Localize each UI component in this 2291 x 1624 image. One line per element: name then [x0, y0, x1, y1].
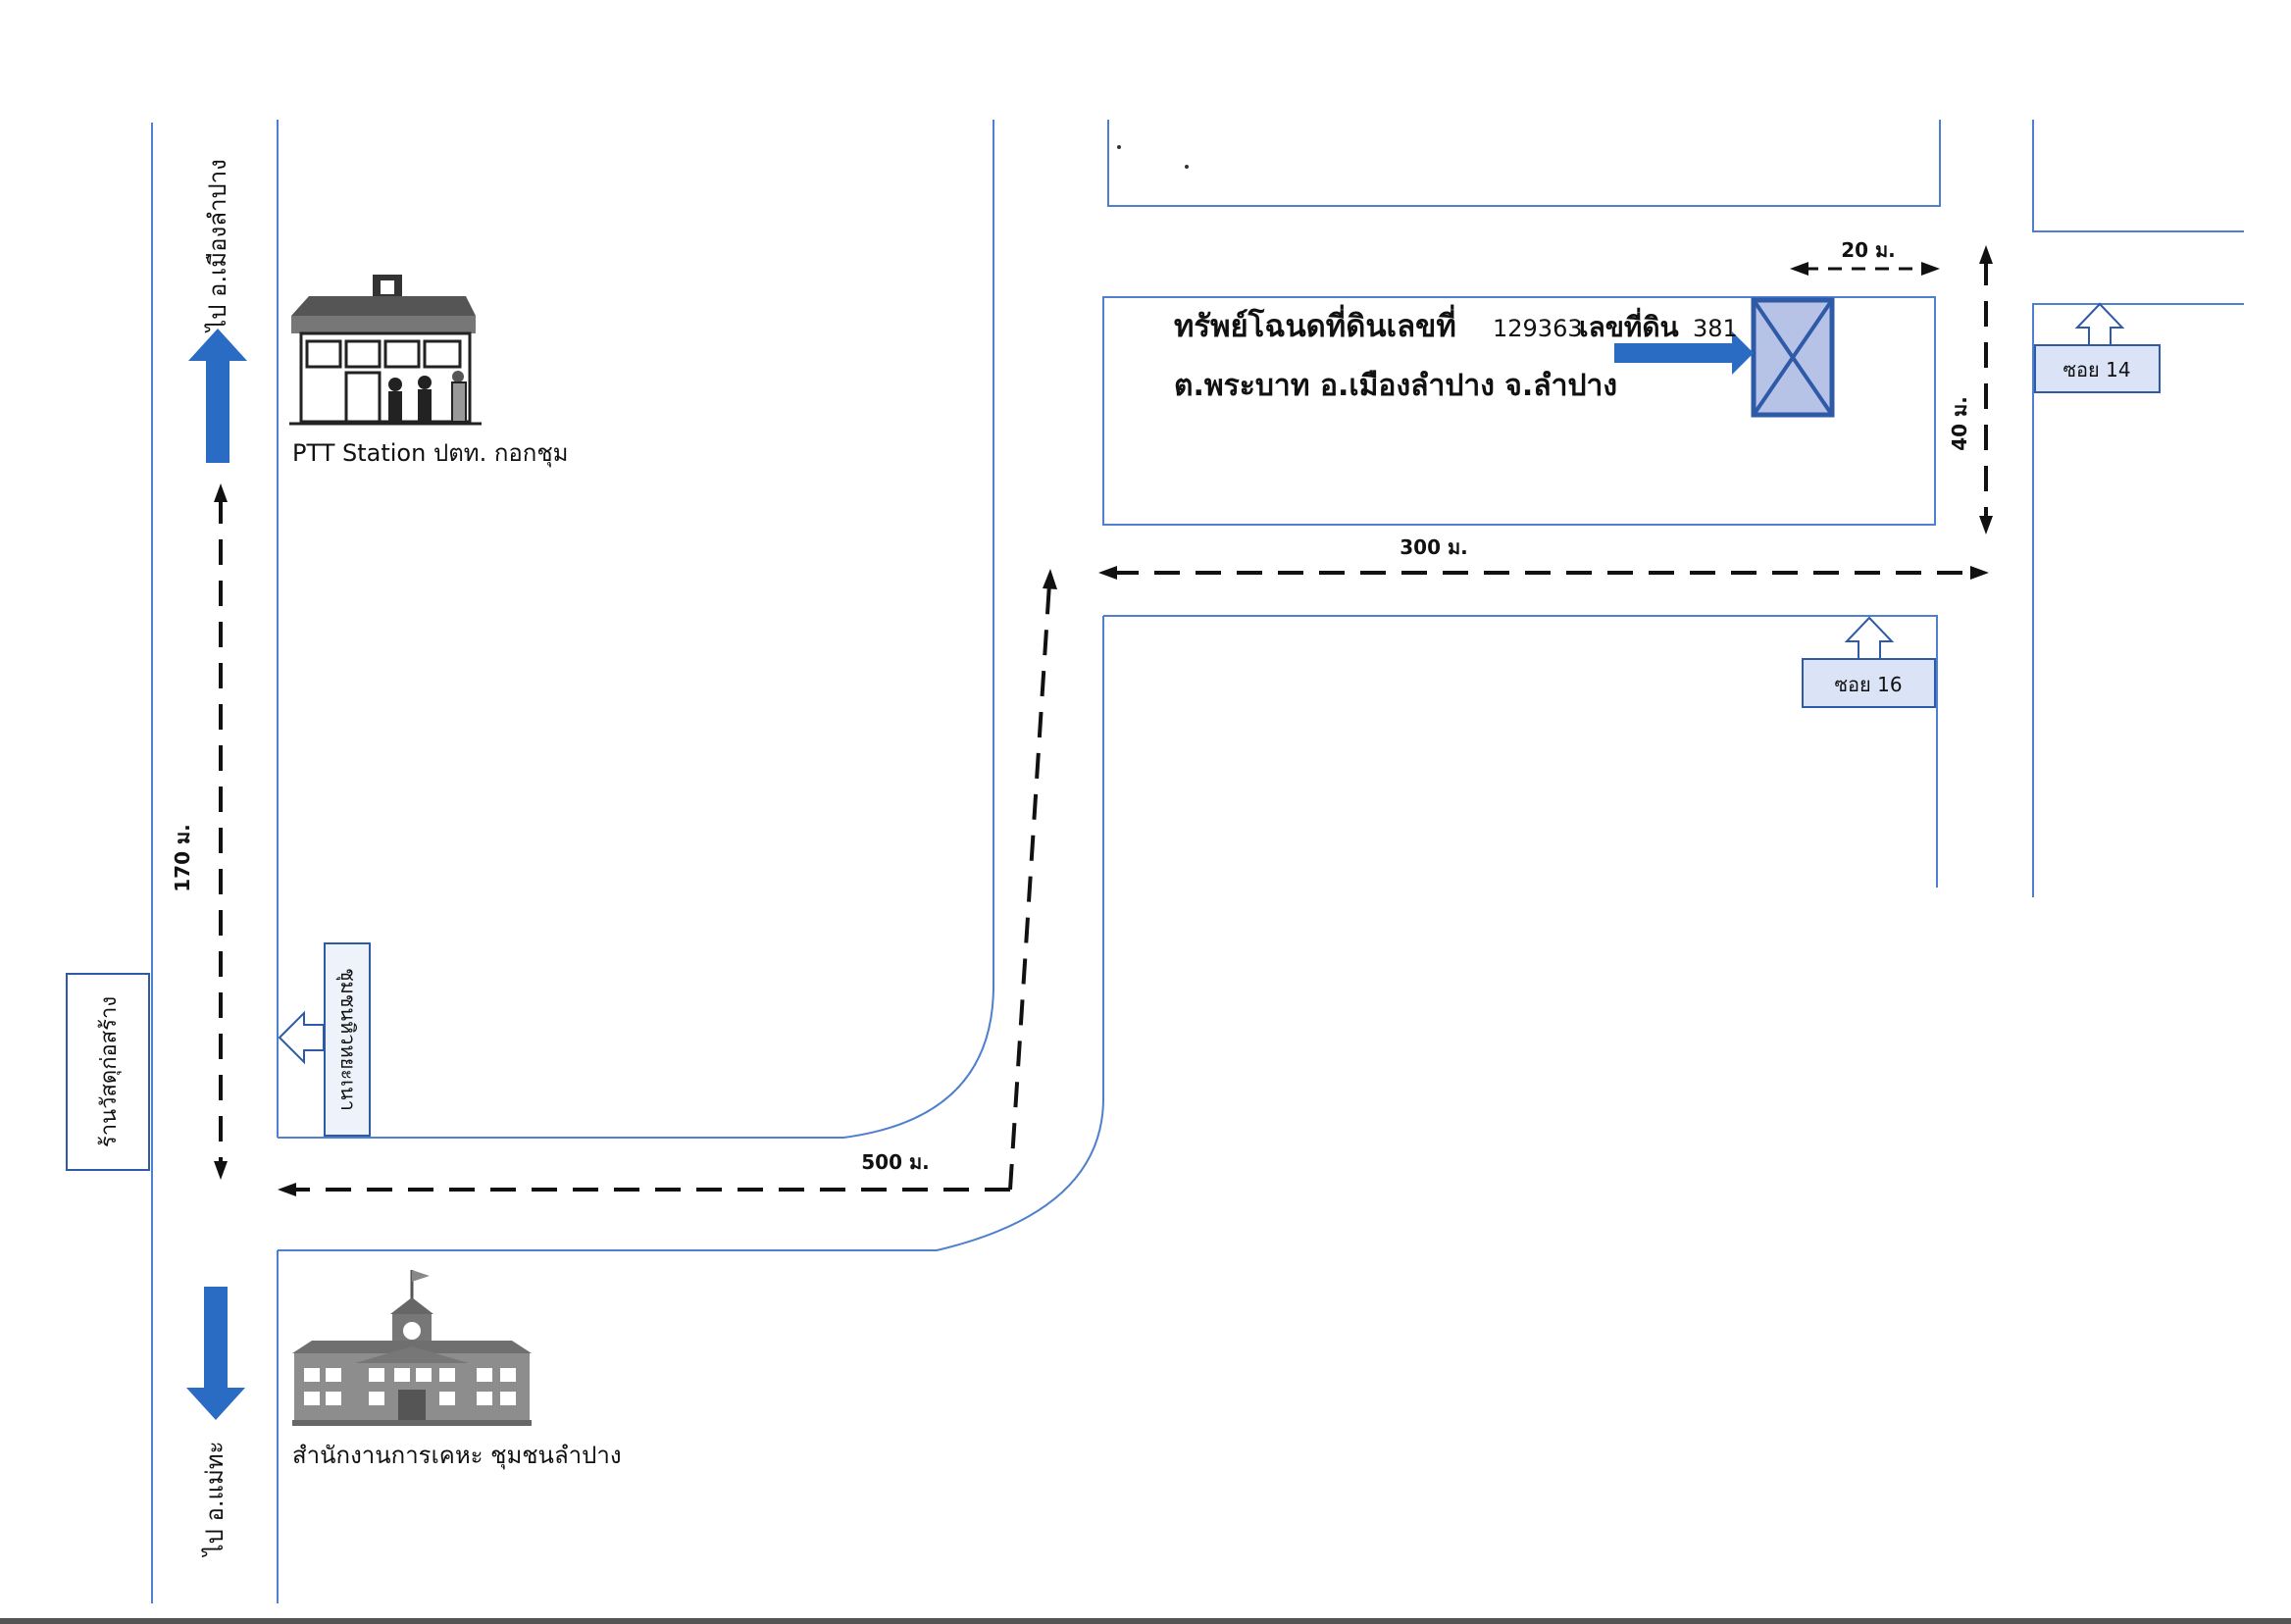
title-line1-label: ทรัพย์โฉนดที่ดินเลขที่	[1174, 304, 1456, 344]
deed-number: 129363	[1493, 315, 1583, 342]
soi-16-arrow-icon	[1844, 616, 1895, 660]
arrowhead-left-300	[1098, 566, 1117, 580]
arrowhead-left-20	[1790, 262, 1808, 276]
store-label: ร้านวัสดุก่อสร้าง	[97, 996, 122, 1147]
arrowhead-down	[214, 1161, 228, 1180]
arrowhead-right-20	[1921, 262, 1940, 276]
community-sign: ชุมชนหิวหยะเนา	[278, 942, 371, 1137]
arrowhead-down-40	[1979, 516, 1993, 534]
distance-labels: 170 ม. 500 ม. 300 ม. 20 ม. 40 ม.	[171, 238, 1971, 1174]
community-box	[324, 942, 371, 1137]
title-line2-label: ต.พระบาท อ.เมืองลำปาง จ.ลำปาง	[1174, 369, 1617, 403]
soi-14-label: ซอย 14	[2062, 358, 2130, 381]
block-east	[2032, 303, 2244, 897]
direction-south: ไป อ.แม่ทะ	[186, 1287, 245, 1557]
store-box	[66, 973, 150, 1171]
side-road-south-edge	[278, 616, 1104, 1251]
to-north-label: ไป อ.เมืองลำปาง	[204, 159, 231, 333]
speck	[1117, 145, 1121, 149]
block-north	[1107, 120, 1941, 207]
gas-station-label: PTT Station ปตท. กอกชุม	[292, 439, 568, 468]
distance-40m: 40 ม.	[1948, 396, 1971, 451]
community-arrow-icon	[278, 1010, 325, 1065]
office-label: สำนักงานการเคหะ ชุมชนลำปาง	[292, 1442, 622, 1470]
distance-500m: 500 ม.	[861, 1150, 930, 1174]
land-number: 381	[1693, 315, 1738, 342]
side-road-north-edge	[278, 120, 994, 1139]
distance-170m: 170 ม.	[171, 824, 194, 892]
government-building-icon	[292, 1270, 532, 1426]
roads	[151, 120, 2244, 1603]
arrowhead-up-diag	[1043, 569, 1057, 589]
page-bottom-edge	[0, 1618, 2291, 1624]
distance-20m: 20 ม.	[1841, 238, 1896, 262]
store-sign: ร้านวัสดุก่อสร้าง	[66, 973, 150, 1171]
block-ne	[2032, 120, 2244, 232]
soi-14-box	[2034, 344, 2161, 393]
arrowhead-right-300	[1970, 566, 1989, 580]
block-plot-row	[1102, 296, 1936, 526]
soi-16-sign: ซอย 16	[1802, 616, 1936, 708]
land-number-label: เลขที่ดิน	[1579, 307, 1679, 343]
route-lines	[214, 245, 1993, 1196]
arrowhead-up	[214, 483, 228, 502]
direction-north: ไป อ.เมืองลำปาง	[188, 159, 247, 463]
soi-14-arrow-icon	[2074, 302, 2125, 346]
north-arrow-icon	[188, 329, 247, 463]
soi-16-box	[1802, 658, 1936, 708]
route-diagonal-line	[1008, 583, 1051, 1191]
soi-16-label: ซอย 16	[1834, 673, 1902, 696]
community-label: ชุมชนหิวหยะเนา	[335, 968, 360, 1111]
arrowhead-up-40	[1979, 245, 1993, 264]
arrowhead-left	[278, 1183, 296, 1196]
property-title: ทรัพย์โฉนดที่ดินเลขที่ 129363 เลขที่ดิน …	[1174, 304, 1738, 403]
target-plot	[1614, 297, 1835, 418]
block-south	[1103, 615, 1938, 888]
south-arrow-icon	[186, 1287, 245, 1420]
soi-14-sign: ซอย 14	[2034, 302, 2161, 393]
distance-300m: 300 ม.	[1400, 535, 1468, 559]
speck	[1185, 165, 1189, 169]
gas-station-icon	[289, 275, 482, 426]
to-south-label: ไป อ.แม่ทะ	[201, 1442, 229, 1558]
plot-pointer-arrow-icon	[1614, 331, 1754, 375]
